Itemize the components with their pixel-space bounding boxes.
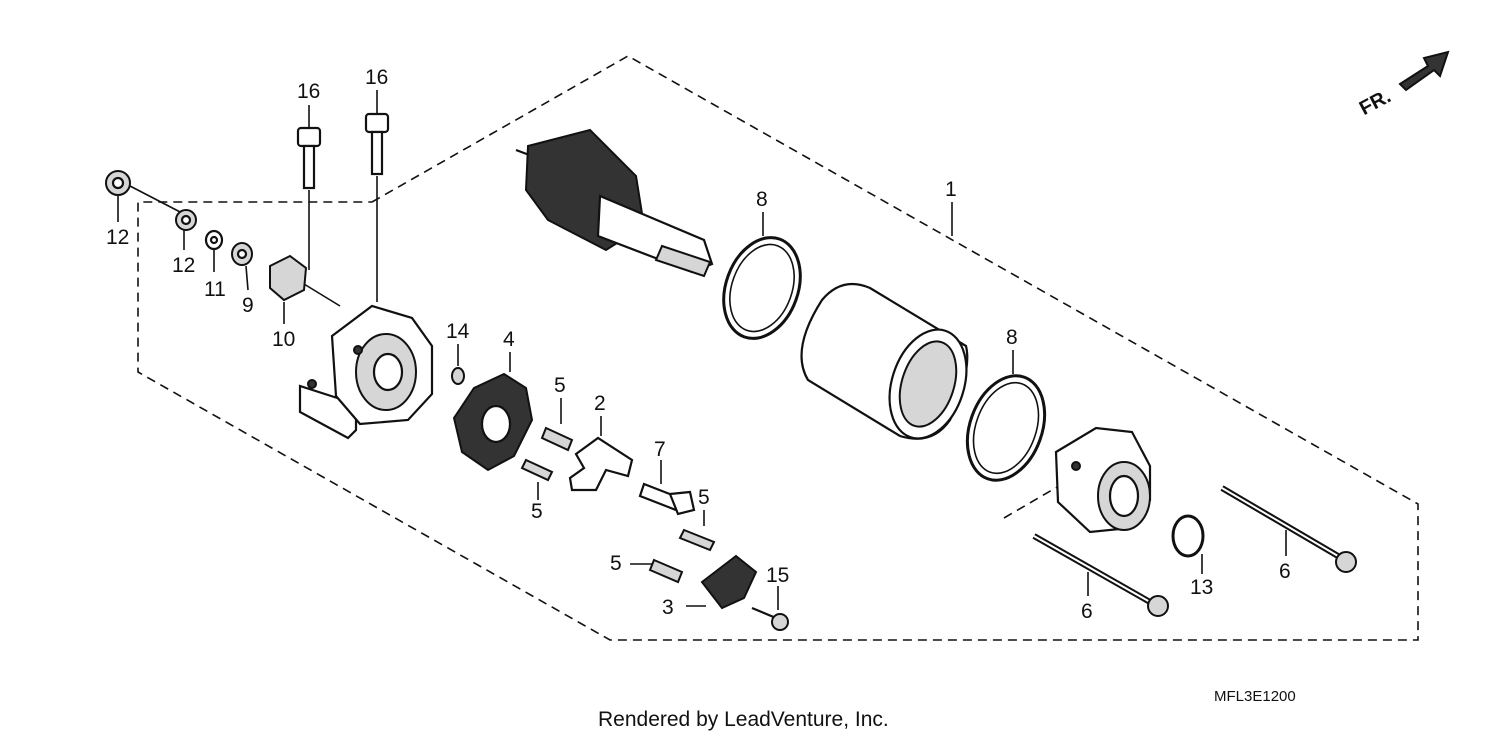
callout-3: 3 [662, 596, 674, 619]
spring-5-a [540, 398, 574, 452]
render-credit: Rendered by LeadVenture, Inc. [598, 708, 889, 731]
callout-7: 7 [654, 438, 666, 461]
callout-11: 11 [204, 278, 226, 301]
callout-5-c: 5 [698, 486, 710, 509]
insulator-10 [269, 254, 308, 324]
washer-11 [204, 229, 224, 272]
callout-14: 14 [446, 320, 470, 343]
bolt-16-right [364, 90, 390, 176]
callout-6-lower: 6 [1081, 600, 1093, 623]
armature [515, 128, 714, 278]
terminal-bolt-7 [638, 460, 696, 516]
motor-yoke [800, 282, 969, 440]
nut-12-inner [175, 209, 197, 250]
callout-16-right: 16 [365, 66, 388, 89]
brush-3 [686, 554, 758, 610]
through-bolt-6-lower [1032, 533, 1169, 617]
through-bolt-6-upper [1220, 485, 1357, 573]
o-ring-8-upper [722, 212, 802, 340]
nut-12-outer [105, 170, 131, 222]
rear-cover [298, 304, 434, 440]
screw-15 [751, 586, 789, 631]
callout-12-inner: 12 [172, 254, 195, 277]
front-direction-arrow: FR. [1356, 50, 1450, 120]
front-cover [1054, 426, 1152, 534]
callout-5-b: 5 [531, 500, 543, 523]
o-ring-14 [451, 344, 465, 385]
spring-5-b [520, 458, 554, 500]
callout-12-outer: 12 [106, 226, 129, 249]
callout-2: 2 [594, 392, 606, 415]
callout-16-left: 16 [297, 80, 320, 103]
callout-8-upper: 8 [756, 188, 768, 211]
spring-5-c [678, 510, 716, 552]
callout-15: 15 [766, 564, 789, 587]
diagram-code: MFL3E1200 [1214, 688, 1296, 705]
o-ring-13 [1171, 514, 1205, 574]
spring-5-d [630, 558, 684, 584]
callout-6-upper: 6 [1279, 560, 1291, 583]
nut-9 [231, 242, 253, 291]
callout-1: 1 [945, 178, 957, 201]
brush-holder-4 [452, 352, 534, 472]
callout-5-d: 5 [610, 552, 622, 575]
callout-9: 9 [242, 294, 254, 317]
callout-5-a: 5 [554, 374, 566, 397]
brush-2 [568, 416, 634, 492]
callout-labels: 1 2 3 4 5 5 5 5 6 6 7 8 8 9 10 11 12 12 … [106, 66, 1291, 623]
assembly-outline [137, 55, 1419, 641]
callout-4: 4 [503, 328, 515, 351]
o-ring-8-lower [965, 350, 1047, 482]
front-arrow-label: FR. [1356, 85, 1395, 120]
callout-10: 10 [272, 328, 295, 351]
callout-13: 13 [1190, 576, 1213, 599]
callout-8-lower: 8 [1006, 326, 1018, 349]
bolt-16-left [296, 105, 322, 190]
